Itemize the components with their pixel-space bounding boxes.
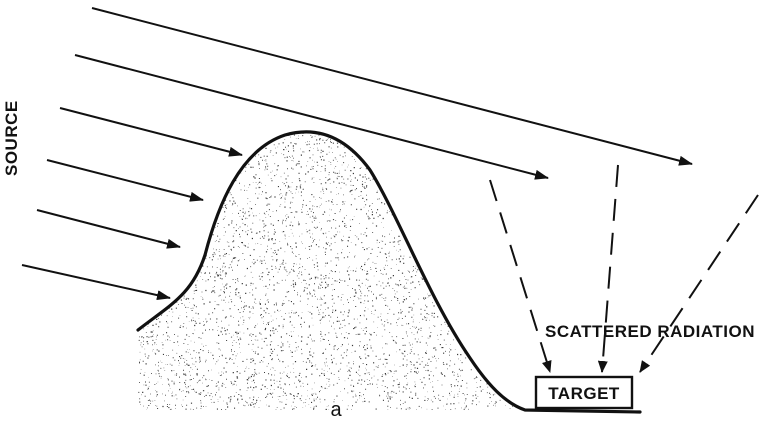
incoming-ray bbox=[36, 209, 181, 249]
incoming-ray bbox=[59, 107, 243, 157]
incoming-rays bbox=[21, 7, 693, 301]
target: TARGET bbox=[534, 375, 634, 410]
target-label: TARGET bbox=[548, 384, 620, 403]
panel-label: a bbox=[330, 399, 342, 421]
hill-outline bbox=[136, 130, 642, 414]
incoming-ray bbox=[74, 54, 549, 180]
hill-obstacle bbox=[136, 130, 642, 414]
scattered-radiation-label: SCATTERED RADIATION bbox=[545, 322, 755, 341]
source-label: SOURCE bbox=[2, 100, 21, 176]
scattered-ray bbox=[489, 179, 552, 373]
scattered-rays bbox=[489, 164, 759, 373]
target-box bbox=[534, 375, 634, 410]
scattered-ray bbox=[639, 194, 759, 373]
incoming-ray bbox=[46, 159, 204, 202]
incoming-ray bbox=[91, 7, 693, 166]
incoming-ray bbox=[21, 264, 171, 301]
scattered-ray bbox=[597, 164, 619, 373]
